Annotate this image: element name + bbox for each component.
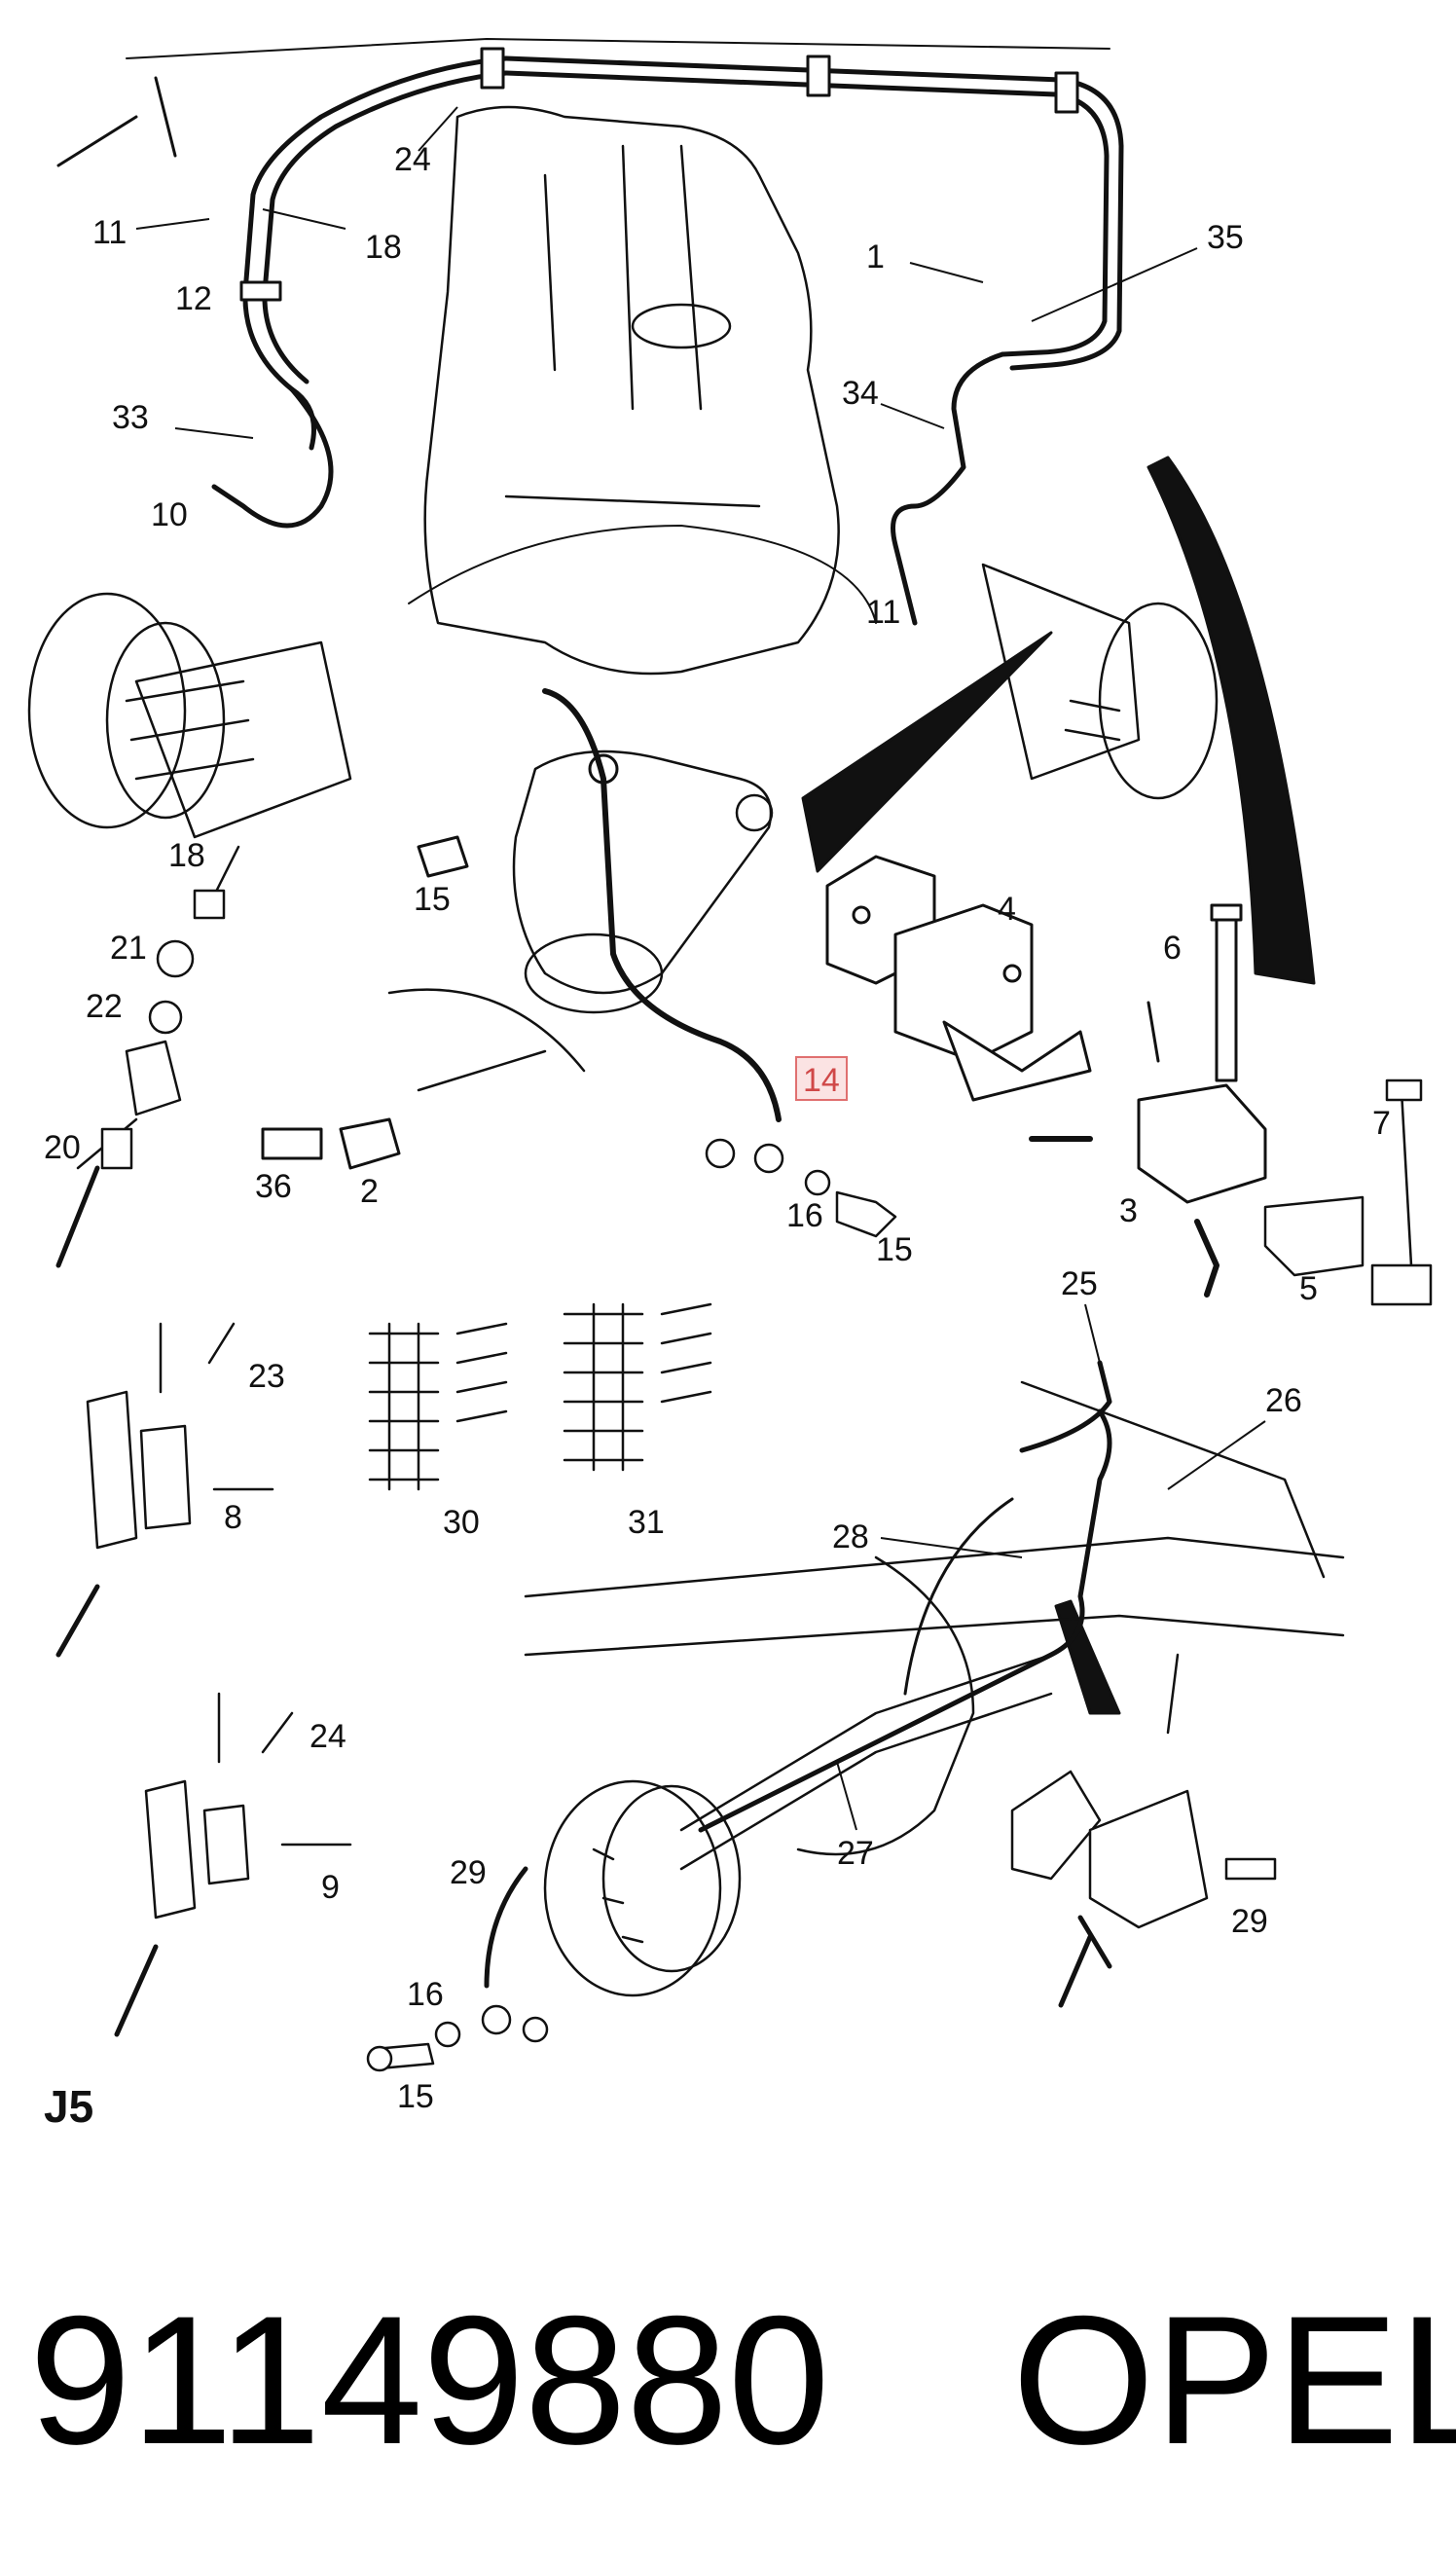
rear-hose-29 xyxy=(903,1497,1014,1696)
callout-label: 15 xyxy=(876,1231,913,1268)
tube-36 xyxy=(261,1127,323,1160)
leader-34 xyxy=(880,403,945,429)
callout-label: 3 xyxy=(1119,1192,1138,1229)
caliper-fittings-upper xyxy=(705,1138,897,1238)
callout-label: 8 xyxy=(224,1499,242,1536)
highlighted-callout[interactable]: 14 xyxy=(795,1056,848,1101)
line-clip xyxy=(480,47,505,90)
brand-name: OPEL xyxy=(1012,2278,1456,2482)
rear-brake-drum xyxy=(543,1779,742,1997)
leader-33 xyxy=(174,427,254,439)
callout-label: 33 xyxy=(112,399,149,436)
leader-18 xyxy=(262,208,346,230)
clip-stack-32 xyxy=(563,1302,712,1472)
callout-label: 23 xyxy=(248,1358,285,1395)
engine-mount-arc xyxy=(408,525,877,624)
highlight-label: 14 xyxy=(803,1062,840,1099)
callout-label: 31 xyxy=(628,1504,665,1541)
body-outline-top xyxy=(126,38,1110,59)
callout-label: 25 xyxy=(1061,1265,1098,1302)
leader-1 xyxy=(909,262,984,283)
bracket-assembly-8 xyxy=(55,1322,274,1658)
callout-label: 2 xyxy=(360,1173,379,1210)
clip-17 xyxy=(417,835,469,878)
leader-12 xyxy=(135,218,210,230)
callout-label: 16 xyxy=(786,1197,823,1234)
bracket-assembly-9 xyxy=(114,1692,352,2037)
body-outline-left xyxy=(56,76,177,167)
line-clip xyxy=(1054,71,1079,114)
callout-labels: 24 11 18 12 33 10 1 35 34 11 18 15 21 4 … xyxy=(44,141,1391,2115)
bracket-5 xyxy=(1263,1079,1433,1306)
callout-label: 10 xyxy=(151,496,188,533)
front-flex-hose xyxy=(542,688,782,1122)
callout-label: 15 xyxy=(414,881,451,918)
pointer-wedge xyxy=(1054,1599,1121,1715)
callout-label: 4 xyxy=(998,891,1016,928)
leader-23 xyxy=(418,106,458,152)
right-front-hub xyxy=(981,563,1219,800)
callout-label: 20 xyxy=(44,1129,81,1166)
callout-label: 11 xyxy=(866,594,900,631)
callout-label: 29 xyxy=(1231,1903,1268,1940)
part-number: 91149880 xyxy=(29,2278,830,2482)
highlight-box xyxy=(795,1056,848,1101)
callout-label: 24 xyxy=(394,141,431,178)
leader-35 xyxy=(1031,247,1198,322)
leader-26 xyxy=(1084,1303,1110,1403)
callout-label: 34 xyxy=(842,375,879,412)
pointer-wedge xyxy=(801,631,1053,873)
hose-fitting xyxy=(588,753,619,785)
callout-label: 18 xyxy=(168,837,205,874)
callout-label: 21 xyxy=(110,930,147,967)
front-suspension xyxy=(387,750,774,1092)
callout-label: 9 xyxy=(321,1869,340,1906)
callout-label: 5 xyxy=(1299,1270,1318,1307)
left-front-hub xyxy=(27,592,352,839)
leader-27 xyxy=(1167,1420,1266,1490)
callout-label: 27 xyxy=(837,1835,874,1872)
rear-brake-line xyxy=(1019,1360,1112,1453)
callout-label: 22 xyxy=(86,988,123,1025)
line-clip xyxy=(239,280,282,302)
leader-28 xyxy=(836,1761,857,1831)
plug-2 xyxy=(339,1117,401,1170)
group-tag: J5 xyxy=(44,2081,93,2132)
proportioning-valve xyxy=(825,855,1092,1102)
fittings-column-left xyxy=(55,845,240,1268)
callout-label: 30 xyxy=(443,1504,480,1541)
callout-label: 26 xyxy=(1265,1382,1302,1419)
engine-block xyxy=(423,105,840,676)
callout-label: 29 xyxy=(450,1854,487,1891)
callout-label: 6 xyxy=(1163,930,1182,967)
callout-label: 15 xyxy=(397,2078,434,2115)
callout-label: 35 xyxy=(1207,219,1244,256)
leader-29 xyxy=(880,1537,1023,1558)
callout-label: 1 xyxy=(866,238,885,275)
main-brake-lines xyxy=(211,55,1124,626)
callout-label: 11 xyxy=(92,214,127,251)
callout-label: 28 xyxy=(832,1518,869,1555)
callout-label: 7 xyxy=(1372,1105,1391,1142)
caliper-fittings-lower xyxy=(366,1866,549,2072)
callout-label: 18 xyxy=(365,229,402,266)
rear-brake-line xyxy=(698,1408,1112,1833)
line-clip xyxy=(806,55,831,97)
clip-stack-31 xyxy=(368,1322,508,1491)
callout-label: 36 xyxy=(255,1168,292,1205)
junction-block-30 xyxy=(1010,1653,1277,2008)
rear-axle xyxy=(524,1380,1345,1871)
callout-label: 24 xyxy=(309,1718,346,1755)
pointer-wedge xyxy=(1147,456,1316,985)
callout-label: 16 xyxy=(407,1976,444,2013)
junction-block xyxy=(1029,903,1267,1298)
callout-label: 12 xyxy=(175,280,212,317)
